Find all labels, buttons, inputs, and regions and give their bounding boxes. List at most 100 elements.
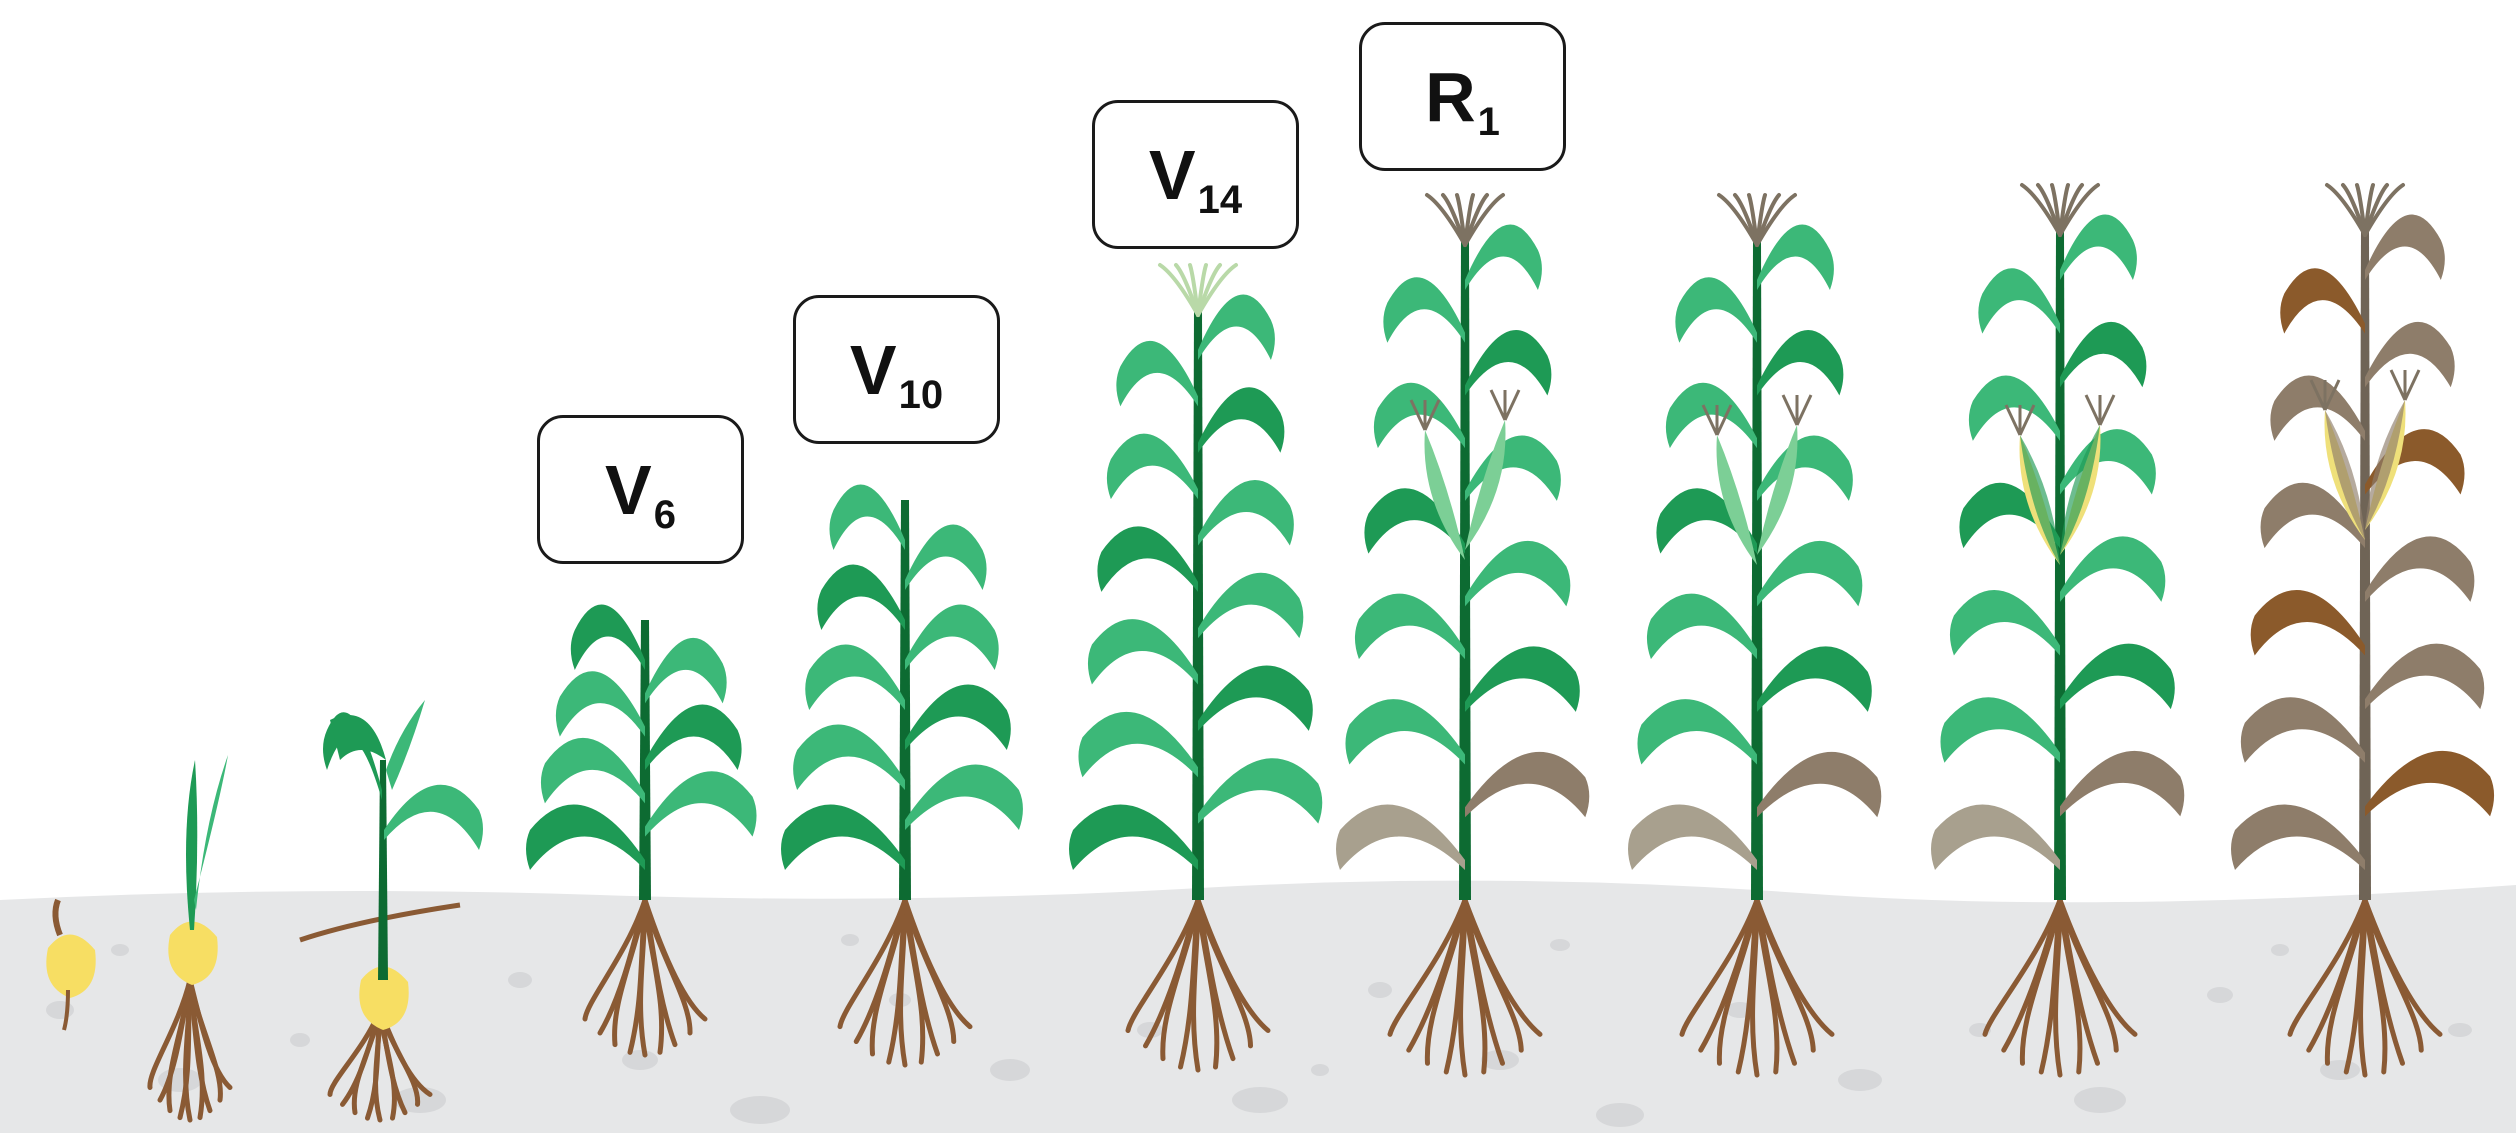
pebble bbox=[46, 1001, 74, 1019]
root bbox=[2362, 897, 2443, 1037]
leaf bbox=[570, 604, 645, 670]
leaf bbox=[540, 737, 645, 804]
leaf bbox=[1978, 268, 2060, 334]
root bbox=[2019, 897, 2063, 1066]
root bbox=[1458, 897, 1468, 1078]
tassel-icon bbox=[2325, 183, 2405, 237]
leaf bbox=[1465, 751, 1590, 818]
leaf bbox=[330, 715, 386, 760]
root-system-icon bbox=[582, 897, 708, 1058]
leaf bbox=[645, 704, 742, 770]
ear-icon bbox=[1701, 404, 1757, 565]
root-system-icon bbox=[2287, 897, 2443, 1078]
leaf bbox=[1069, 804, 1198, 870]
root bbox=[1387, 897, 1468, 1037]
root bbox=[1754, 897, 1797, 1066]
leaf bbox=[2060, 214, 2137, 280]
ear-silk bbox=[1781, 394, 1799, 426]
root bbox=[1195, 897, 1236, 1062]
soil-ground bbox=[0, 880, 2516, 1133]
leaf bbox=[805, 644, 905, 710]
maize-plant-icon bbox=[299, 700, 483, 1123]
tassel-icon bbox=[1425, 193, 1505, 247]
tassel-icon bbox=[1158, 263, 1238, 317]
leaf bbox=[905, 684, 1011, 750]
ear-silk bbox=[2403, 369, 2421, 401]
pebble bbox=[1311, 1064, 1329, 1076]
root bbox=[1462, 897, 1505, 1066]
leaf bbox=[1336, 804, 1465, 870]
root bbox=[2287, 897, 2368, 1037]
leaf bbox=[1757, 224, 1834, 290]
maize-plant-icon bbox=[1628, 193, 1882, 1078]
stage-number: 14 bbox=[1197, 178, 1243, 222]
leaf bbox=[1757, 540, 1863, 607]
leaf bbox=[1465, 540, 1571, 607]
pebble bbox=[841, 934, 859, 946]
ear-silk bbox=[2004, 404, 2022, 436]
leaf bbox=[1198, 758, 1323, 824]
leaf bbox=[2060, 750, 2185, 817]
leaf bbox=[1078, 711, 1198, 778]
leaf bbox=[645, 637, 727, 704]
leaf bbox=[1931, 804, 2060, 870]
stalk bbox=[1192, 310, 1204, 900]
radicle bbox=[52, 898, 63, 937]
maize-plant-icon bbox=[1069, 263, 1323, 1073]
root bbox=[1125, 897, 1201, 1034]
leaf bbox=[1364, 488, 1465, 554]
root-system-icon bbox=[147, 977, 233, 1123]
leaf bbox=[1465, 435, 1561, 501]
maize-plant-icon bbox=[1336, 193, 1590, 1078]
tassel-branch bbox=[1196, 263, 1238, 317]
leaf bbox=[2250, 590, 2365, 656]
ear-icon bbox=[2060, 394, 2116, 555]
pebble bbox=[111, 944, 129, 956]
root bbox=[1679, 897, 1760, 1037]
soil-pebbles bbox=[46, 934, 2472, 1127]
leaf bbox=[905, 524, 987, 590]
maize-seed-icon bbox=[359, 966, 409, 1030]
plants-row bbox=[46, 183, 2495, 1123]
stalk bbox=[378, 760, 388, 980]
ear-silk bbox=[1715, 404, 1733, 436]
leaf bbox=[1628, 804, 1757, 870]
leaf bbox=[1198, 294, 1275, 360]
ear-silk bbox=[2309, 379, 2327, 411]
leaf bbox=[829, 484, 905, 550]
maize-plant-icon bbox=[2231, 183, 2495, 1078]
ear-leaf bbox=[2060, 425, 2100, 555]
leaf bbox=[2060, 321, 2147, 388]
stalk bbox=[1459, 240, 1471, 900]
ear-silk bbox=[2323, 379, 2341, 411]
tassel-branch bbox=[1755, 193, 1797, 247]
root bbox=[2358, 897, 2368, 1078]
ear-silk bbox=[1409, 399, 1427, 431]
stage-letter: V bbox=[1148, 135, 1196, 214]
stage-letter: V bbox=[849, 330, 897, 409]
leaf bbox=[1465, 330, 1552, 396]
leaf bbox=[1465, 646, 1580, 712]
maize-plant-icon bbox=[526, 604, 757, 1058]
leaf bbox=[386, 700, 425, 790]
leaf bbox=[1087, 619, 1198, 685]
leaf bbox=[2060, 643, 2175, 710]
root bbox=[1754, 897, 1835, 1037]
ear-silk bbox=[1489, 389, 1507, 421]
pebble bbox=[2074, 1087, 2126, 1113]
pebble bbox=[1550, 939, 1570, 951]
stage-letter: V bbox=[605, 450, 652, 529]
leaf bbox=[905, 764, 1023, 830]
pebble bbox=[1232, 1087, 1288, 1113]
root bbox=[1462, 897, 1543, 1037]
leaf bbox=[2270, 375, 2365, 441]
root bbox=[299, 902, 461, 943]
maize-plant-icon bbox=[46, 898, 96, 1031]
root bbox=[1750, 897, 1760, 1078]
leaf bbox=[2365, 214, 2445, 280]
root-system-icon bbox=[837, 897, 973, 1068]
ear-silk bbox=[2098, 394, 2116, 426]
